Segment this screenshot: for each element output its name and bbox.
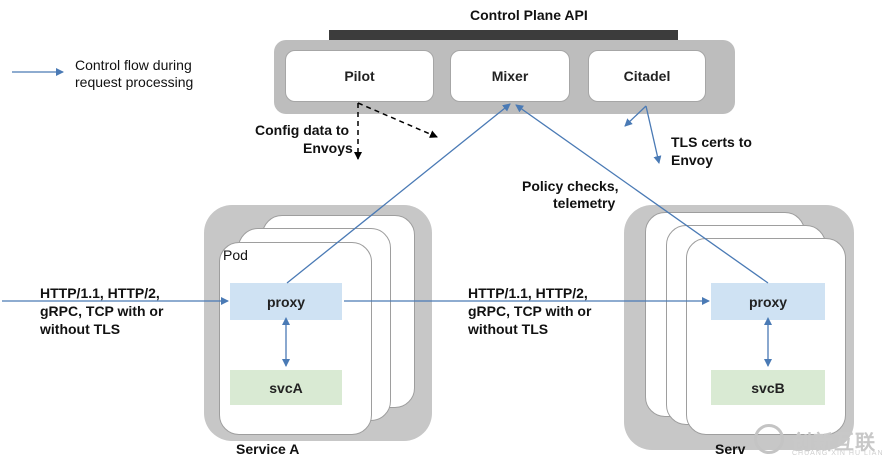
pilot-box: Pilot (285, 50, 434, 102)
service-b-label: Serv (715, 441, 746, 457)
service-b-svc: svcB (711, 370, 825, 405)
pod-label: Pod (223, 247, 248, 263)
proxy-a-to-mixer-arrow (286, 103, 511, 284)
citadel-box: Citadel (588, 50, 706, 102)
service-a-label: Service A (236, 441, 300, 457)
incoming-b-line3: without TLS (468, 321, 549, 337)
citadel-tls-arrow-down (645, 105, 662, 164)
incoming-a-line2: gRPC, TCP with or (40, 303, 164, 319)
policy-label-line2: telemetry (553, 195, 616, 211)
pilot-config-arrow-right (357, 102, 438, 138)
tls-certs-label-line2: Envoy (671, 152, 714, 168)
control-plane-api-bar (329, 30, 678, 40)
proxy-b-to-mixer-arrow (515, 104, 769, 284)
watermark-text: 创新互联 (792, 432, 876, 454)
config-data-label-line2: Envoys (303, 140, 353, 156)
incoming-a-line3: without TLS (40, 321, 121, 337)
watermark-logo-icon (754, 424, 784, 454)
incoming-b-line2: gRPC, TCP with or (468, 303, 592, 319)
service-b-proxy: proxy (711, 283, 825, 320)
service-a-proxy: proxy (230, 283, 342, 320)
incoming-b-line1: HTTP/1.1, HTTP/2, (468, 285, 588, 301)
policy-label-line1: Policy checks, (522, 178, 619, 194)
citadel-tls-arrow-left (624, 105, 647, 127)
legend-line1: Control flow during (75, 57, 192, 73)
service-a-svc: svcA (230, 370, 342, 405)
incoming-a-line1: HTTP/1.1, HTTP/2, (40, 285, 160, 301)
config-data-label-line1: Config data to (255, 122, 350, 138)
legend-line2: request processing (75, 74, 194, 90)
tls-certs-label-line1: TLS certs to (671, 134, 752, 150)
watermark-subtext: CHUANG XIN HU LIAN (792, 450, 884, 457)
mixer-box: Mixer (450, 50, 570, 102)
control-plane-title: Control Plane API (470, 7, 588, 23)
